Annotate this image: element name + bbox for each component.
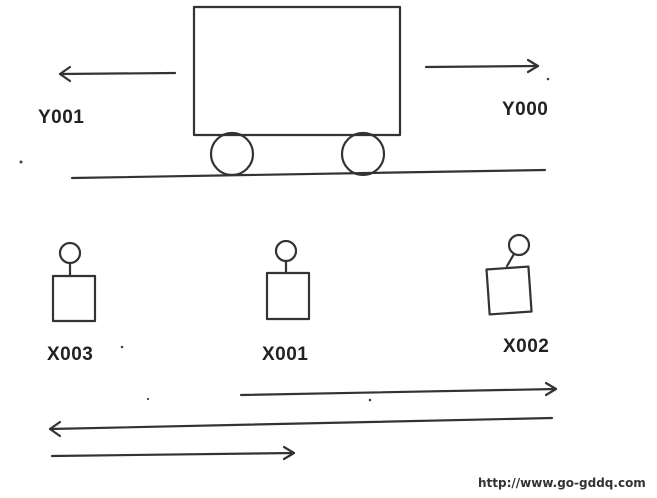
motion-arrow-right-bottom-icon [50,445,296,461]
sensor-label-x001: X001 [262,344,309,365]
sensor-label-x003: X003 [47,344,94,365]
cart [192,5,402,177]
cart-wheel-left [209,131,255,177]
limit-switch-middle [265,239,311,321]
cart-wheel-right [340,131,386,177]
scan-specks [19,77,550,402]
motion-arrow-right-top-icon [239,381,558,397]
output-label-y001: Y001 [38,107,85,128]
watermark-url: http://www.go-gddq.com [478,476,646,490]
motion-arrow-left-icon [48,416,554,438]
output-label-y000: Y000 [502,99,549,120]
track-line [70,168,547,180]
arrow-left-icon [58,65,177,83]
sensor-label-x002: X002 [503,336,550,357]
limit-switch-right [485,233,533,316]
limit-switch-left [51,241,97,323]
arrow-right-icon [424,58,540,74]
cart-body [192,5,402,137]
